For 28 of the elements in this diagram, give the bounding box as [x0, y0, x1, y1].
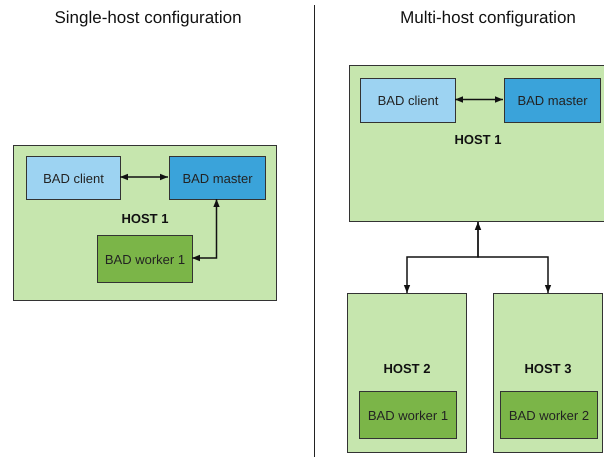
section-title: Multi-host configuration — [400, 7, 576, 28]
host-box — [493, 293, 603, 453]
host-box — [13, 145, 277, 301]
host-label: HOST 1 — [454, 132, 502, 147]
connector-arrow — [455, 96, 503, 103]
worker-box — [359, 391, 457, 439]
host-label: HOST 2 — [382, 361, 432, 376]
client-box — [26, 156, 121, 200]
box-label: BAD master — [516, 93, 589, 108]
master-box — [504, 78, 601, 123]
host-label: HOST 1 — [120, 211, 170, 226]
client-box — [360, 78, 456, 123]
box-label: BAD client — [42, 170, 105, 186]
box-label: BAD worker 2 — [508, 408, 590, 422]
box-label: BAD master — [181, 170, 254, 186]
worker-box — [97, 235, 193, 283]
host-box — [347, 293, 467, 453]
connector-arrow — [120, 174, 168, 180]
host-label: HOST 3 — [524, 361, 572, 376]
connector-arrow — [474, 222, 552, 293]
box-label: BAD worker 1 — [366, 408, 450, 422]
box-label: BAD worker 1 — [104, 252, 186, 266]
worker-box — [500, 391, 598, 439]
connector-arrow — [192, 199, 220, 262]
box-label: BAD client — [376, 93, 440, 108]
host-box — [349, 65, 604, 222]
master-box — [169, 156, 266, 200]
section-title: Single-host configuration — [53, 7, 243, 28]
